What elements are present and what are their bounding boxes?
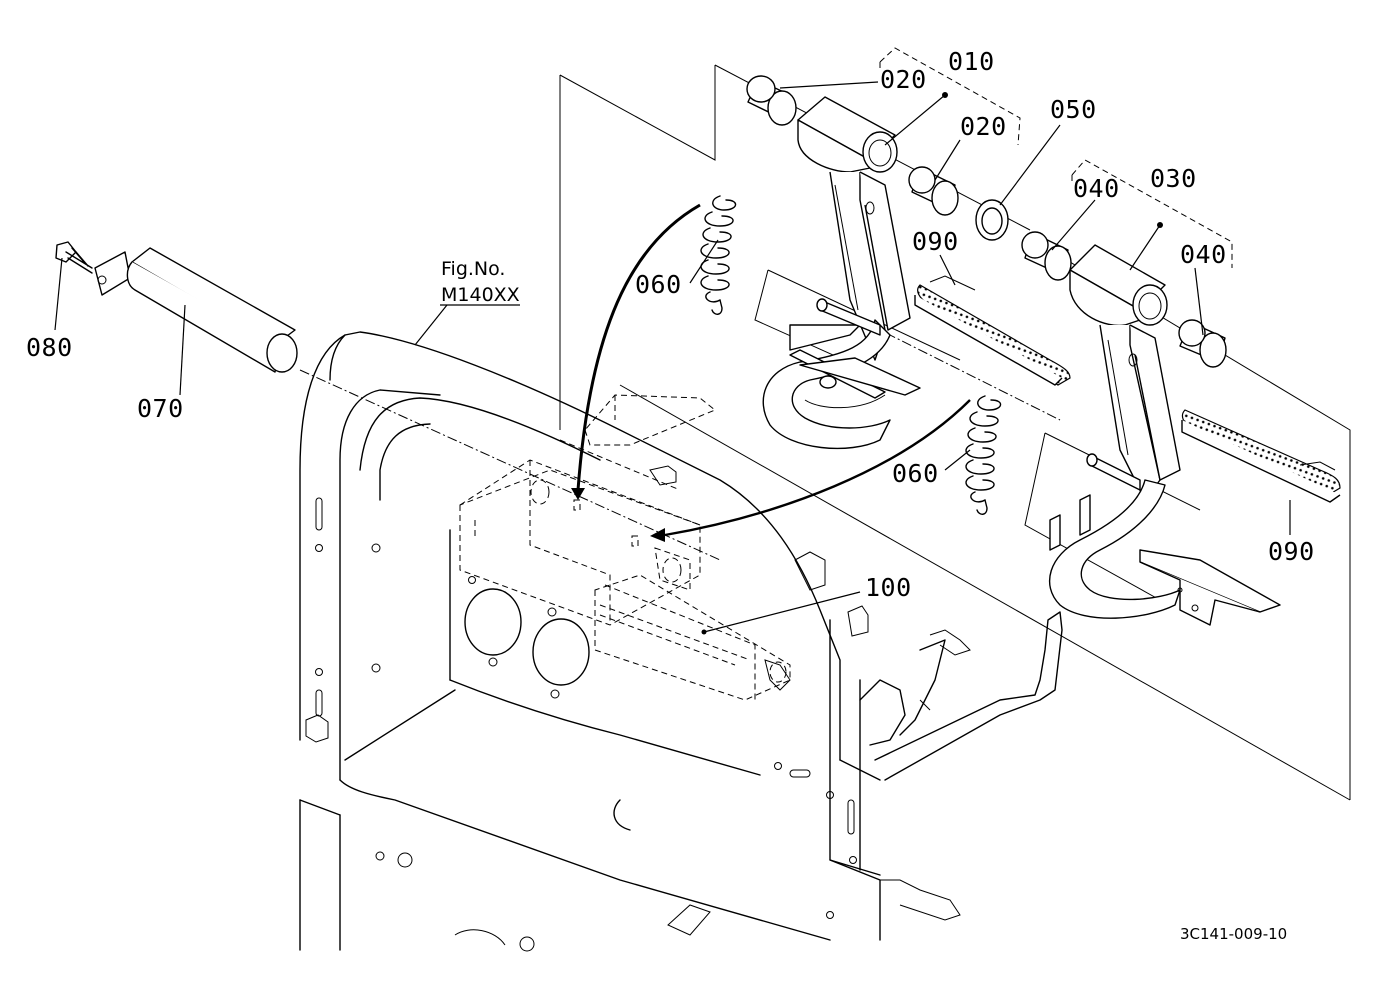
callout-090-upper: 090 [912,227,959,256]
fig-reference[interactable]: Fig.No. M140XX [441,258,520,306]
tread-090-lower [1181,409,1341,503]
washer-050 [975,199,1009,241]
bolt-080 [55,241,93,274]
bushing-020-top [746,75,797,126]
leader-lines [54,81,1291,633]
callout-090-lower: 090 [1268,537,1315,566]
bushing-040-left [1021,231,1072,281]
install-arrows [571,203,971,542]
callout-010: 010 [948,47,995,76]
callout-050: 050 [1050,95,1097,124]
callout-060-upper: 060 [635,270,682,299]
fig-no-label: Fig.No. [441,258,505,280]
spring-060-lower [965,395,1002,515]
part-100-bar [594,574,791,701]
frame-panel [299,331,1063,952]
pedal-010 [762,96,921,450]
pedal-030 [1049,244,1281,626]
spring-060-upper [700,195,737,315]
drawing-number: 3C141-009-10 [1180,925,1287,943]
callout-020-top: 020 [880,65,927,94]
tread-090-upper [914,275,1071,386]
shaft-070 [94,247,298,373]
mounting-bracket-dashed [459,394,716,626]
fig-no-value[interactable]: M140XX [441,284,520,306]
callout-100: 100 [865,573,912,602]
callout-040-right: 040 [1180,240,1227,269]
callout-060-lower: 060 [892,459,939,488]
callout-040-left: 040 [1073,174,1120,203]
bushing-020-mid [908,166,959,216]
callout-070: 070 [137,394,184,423]
bushing-040-right [1178,319,1227,368]
callout-080: 080 [26,333,73,362]
callout-020-mid: 020 [960,112,1007,141]
callout-030: 030 [1150,164,1197,193]
